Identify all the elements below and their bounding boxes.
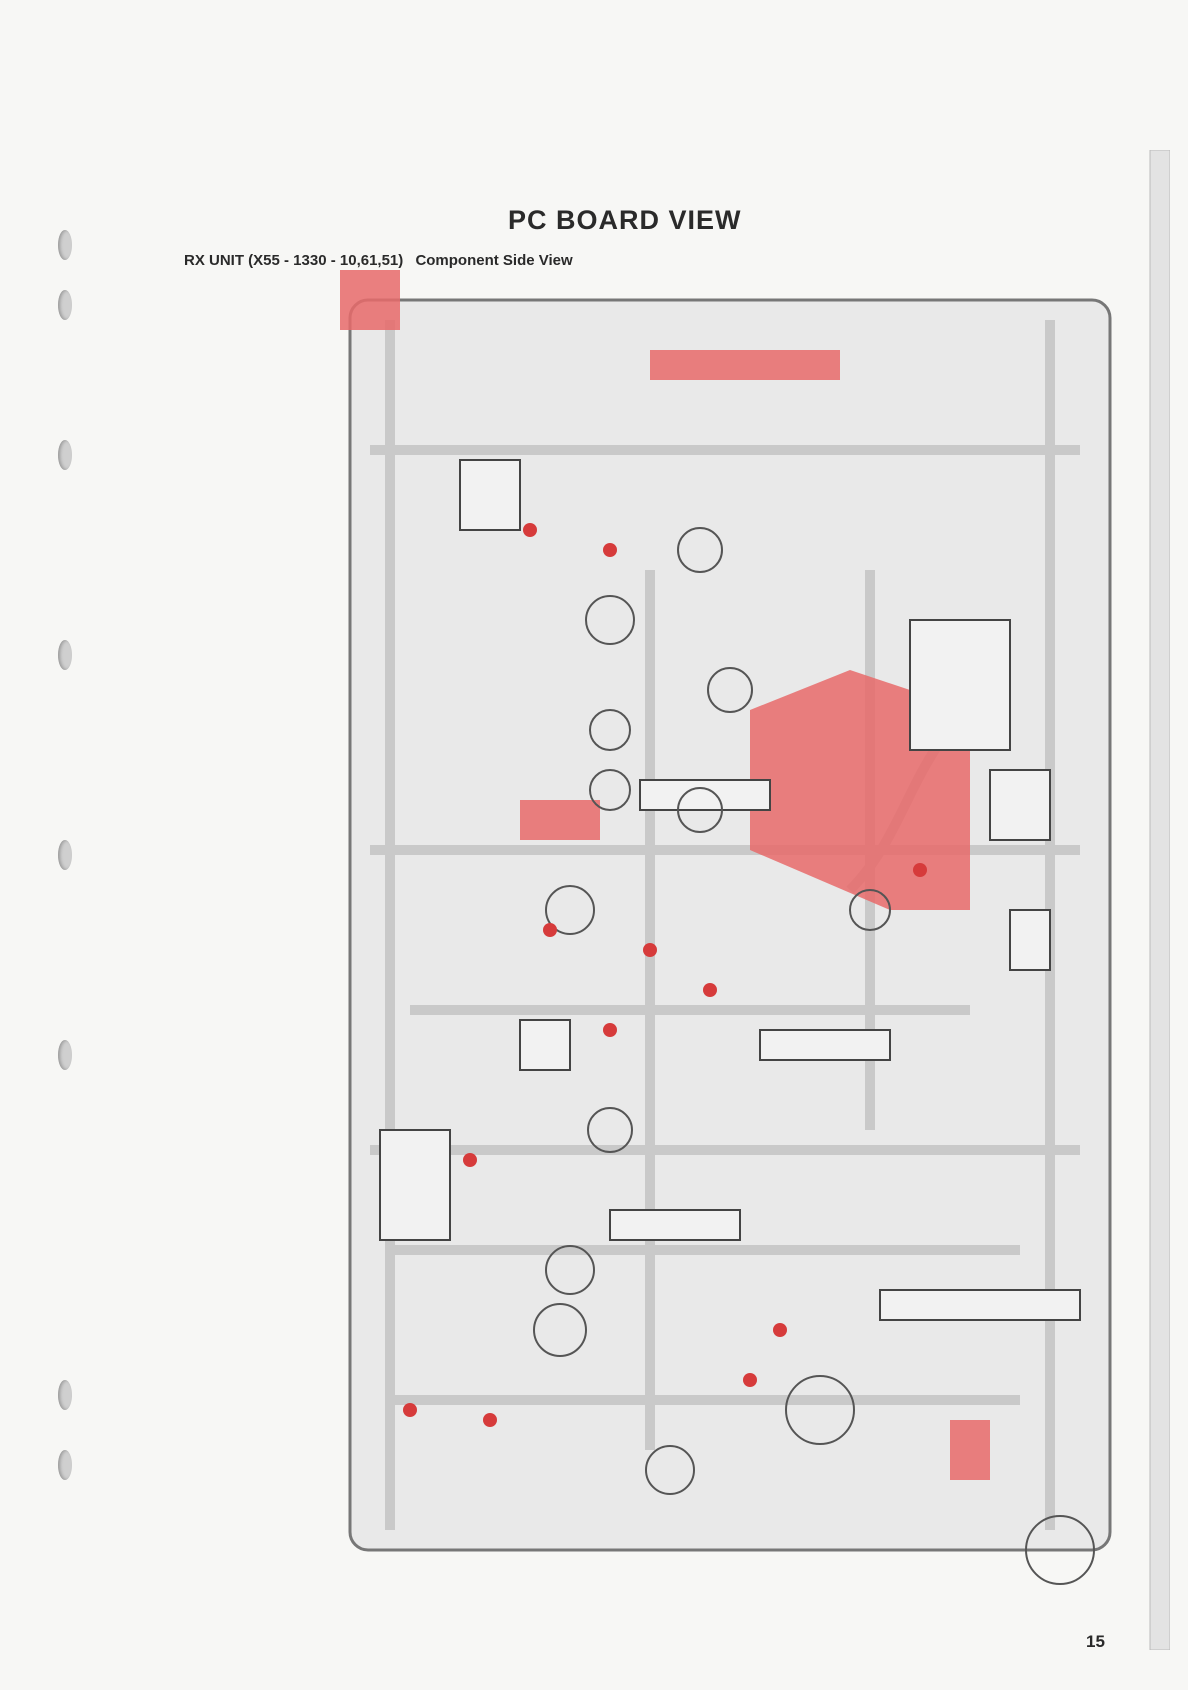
capacitors	[533, 527, 1095, 1585]
transistor-dots	[403, 523, 927, 1427]
page-title: PC BOARD VIEW	[508, 205, 742, 235]
zone-bar-top	[1149, 150, 1170, 1650]
rx-unit-label: RX UNIT (X55 - 1330 - 10,61,51)	[184, 252, 404, 269]
pc-board-diagram	[340, 150, 1170, 1650]
page-number: 15	[1086, 1632, 1105, 1651]
landscape-sheet	[20, 150, 1170, 1690]
view-label: Component Side View	[415, 252, 573, 269]
rx-unit-subtitle: RX UNIT (X55 - 1330 - 10,61,51) Componen…	[184, 252, 573, 269]
ic-packages	[379, 459, 1081, 1321]
rotated-sheet	[0, 150, 1170, 1650]
board-outline	[348, 298, 1112, 1552]
